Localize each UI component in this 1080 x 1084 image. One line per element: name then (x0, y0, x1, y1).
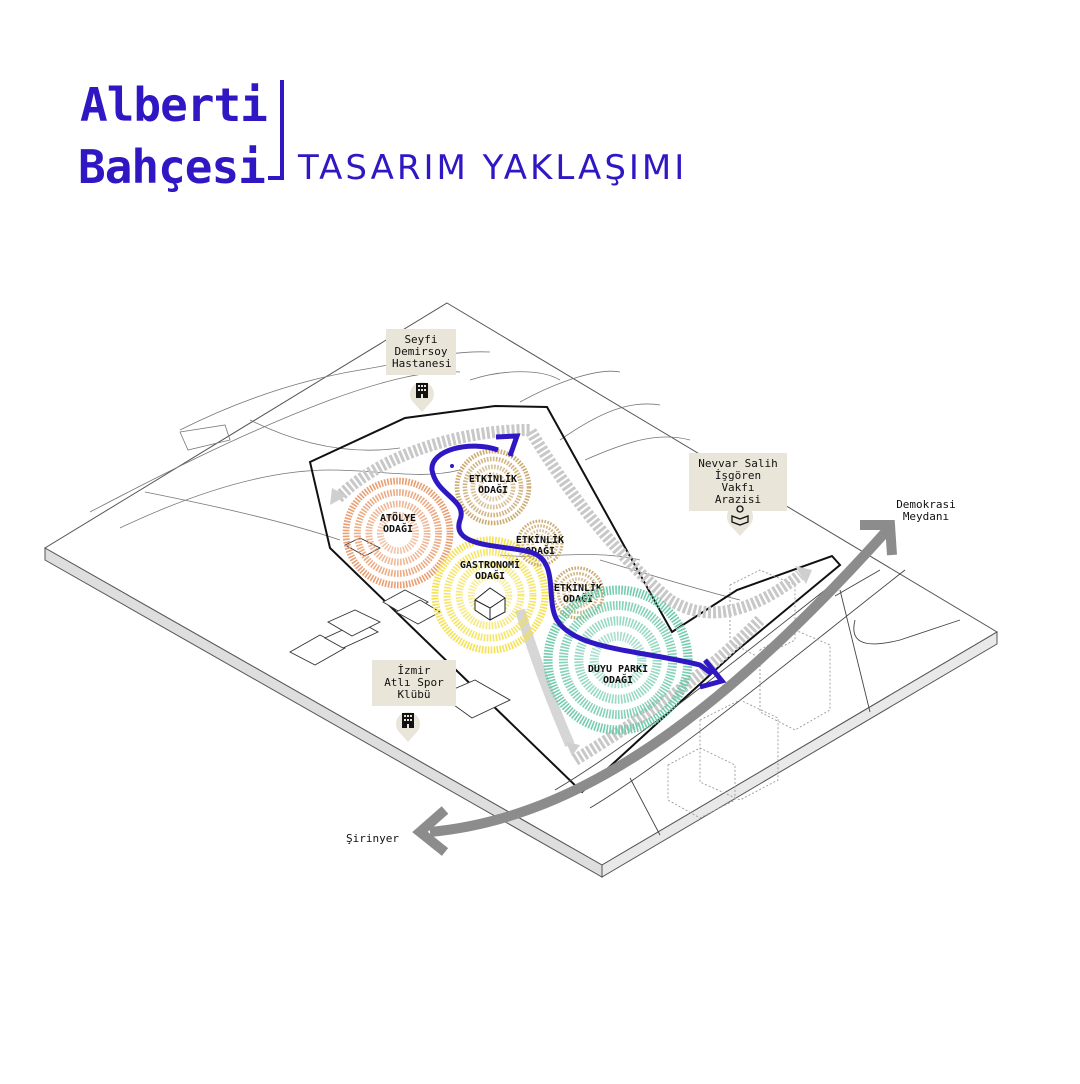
zone-label-duyu-1: DUYU PARKI (588, 664, 648, 675)
building-icon (396, 712, 420, 742)
zone-label-gastronomi-1: GASTRONOMİ (460, 557, 520, 571)
base-slab (44, 302, 998, 878)
poi-label-vakfi: Nevvar Salih İşgören Vakfı Arazisi (689, 453, 787, 511)
house-icon (474, 587, 506, 621)
zone-label-etkinlik-2-1: ETKİNLİK (516, 532, 564, 546)
building-icon (410, 382, 434, 412)
title-line-2: Bahçesi (78, 140, 266, 194)
zone-label-etkinlik-1-2: ODAĞI (478, 483, 508, 496)
poi-label-hospital: Seyfi Demirsoy Hastanesi (386, 329, 456, 375)
place-label-demokrasi: Demokrasi Meydanı (896, 498, 956, 523)
reading-person-icon (727, 503, 753, 536)
zone-label-etkinlik-1-1: ETKİNLİK (469, 471, 517, 485)
zone-label-duyu-2: ODAĞI (603, 673, 633, 686)
highway-arrow (412, 520, 897, 856)
subtitle: TASARIM YAKLAŞIMI (298, 148, 688, 188)
neighbour-buildings (289, 537, 511, 719)
site-boundary (308, 404, 842, 794)
zone-label-etkinlik-3-1: ETKİNLİK (554, 580, 602, 594)
circulation-loop (330, 423, 812, 766)
zone-label-atolye-2: ODAĞI (383, 522, 413, 535)
title-bracket (268, 80, 284, 180)
contour-lines (89, 351, 741, 601)
zone-label-atolye-1: ATÖLYE (380, 510, 416, 524)
visitor-route (429, 433, 727, 690)
zone-label-gastronomi-2: ODAĞI (475, 569, 505, 582)
poi-label-club: İzmir Atlı Spor Klübü (372, 660, 456, 706)
place-label-sirinyer: Şirinyer (346, 832, 399, 845)
title-line-1: Alberti (80, 78, 268, 132)
